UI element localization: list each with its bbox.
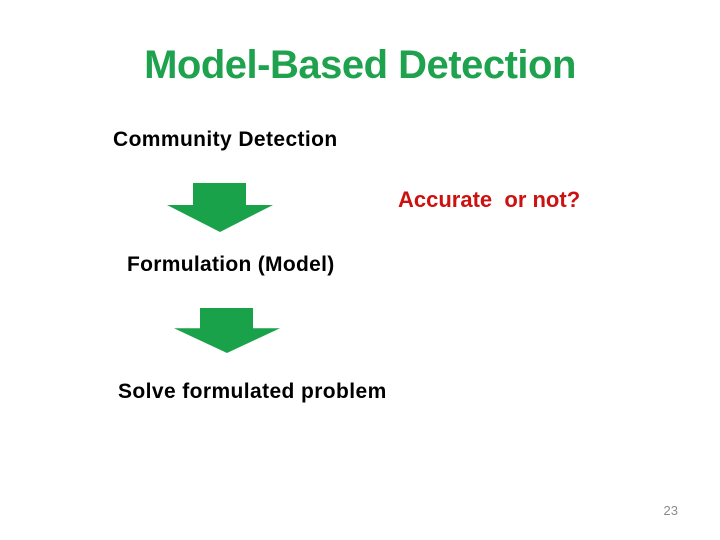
page-number: 23 — [663, 503, 678, 518]
down-arrow-icon — [167, 183, 273, 232]
annotation-accurate-or-not: Accurate or not? — [398, 187, 581, 212]
slide-title: Model-Based Detection — [144, 43, 576, 87]
down-arrow-icon — [174, 308, 280, 353]
down-arrow-shape — [167, 183, 273, 232]
down-arrow-shape — [174, 308, 280, 353]
step-solve-formulated-problem: Solve formulated problem — [118, 380, 387, 403]
step-formulation-model: Formulation (Model) — [127, 253, 335, 276]
step-community-detection: Community Detection — [113, 128, 338, 151]
